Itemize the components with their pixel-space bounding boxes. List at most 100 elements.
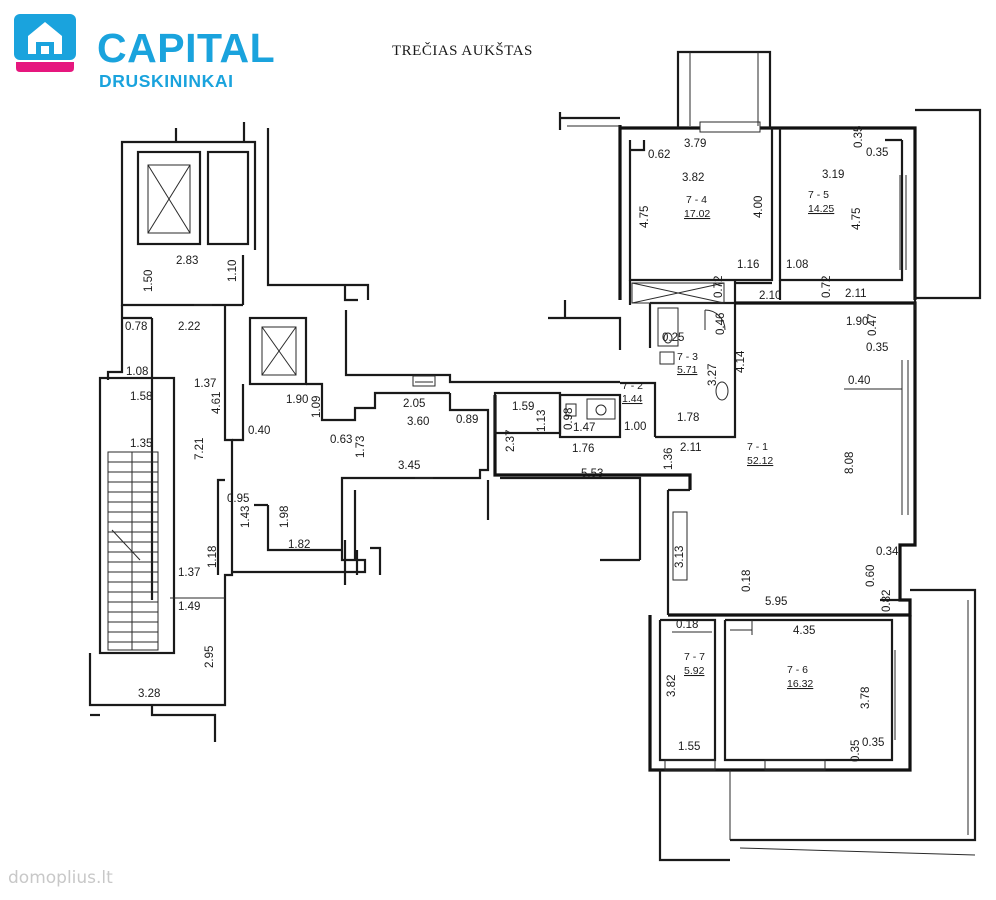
lift-shaft-2 <box>261 326 297 376</box>
dim-label: 3.60 <box>407 416 429 428</box>
staircase <box>107 451 159 651</box>
dim-label: 1.49 <box>178 601 200 613</box>
dim-label: 4.75 <box>851 208 863 230</box>
dim-label: 1.98 <box>279 506 291 528</box>
room-7-7-id: 7 - 7 <box>684 651 705 663</box>
dim-label: 1.16 <box>737 259 759 271</box>
lift-shaft-1 <box>147 164 191 234</box>
room-7-5 <box>733 108 982 303</box>
dim-label: 3.82 <box>682 172 704 184</box>
room-7-4-area: 17.02 <box>684 208 710 220</box>
dim-label: 0.46 <box>715 313 727 335</box>
dim-label: 1.13 <box>536 410 548 432</box>
room-7-1-area: 52.12 <box>747 455 773 467</box>
floor-title: TREČIAS AUKŠTAS <box>392 42 533 59</box>
dim-label: 1.82 <box>288 539 310 551</box>
dim-label: 0.98 <box>563 408 575 430</box>
dim-label: 1.37 <box>178 567 200 579</box>
dim-label: 1.37 <box>194 378 216 390</box>
dim-label: 3.19 <box>822 169 844 181</box>
dim-label: 2.95 <box>204 646 216 668</box>
central-corridor <box>232 255 642 585</box>
dim-label: 1.47 <box>573 422 595 434</box>
dim-label: 5.53 <box>581 468 603 480</box>
room-7-6-area: 16.32 <box>787 678 813 690</box>
dim-label: 1.18 <box>207 546 219 568</box>
dim-label: 8.08 <box>844 452 856 474</box>
dim-label: 0.62 <box>648 149 670 161</box>
dim-label: 1.36 <box>663 448 675 470</box>
dim-label: 0.63 <box>330 434 352 446</box>
room-7-5-id: 7 - 5 <box>808 189 829 201</box>
dim-label: 1.90 <box>846 316 868 328</box>
left-stair-block <box>88 122 270 742</box>
dim-label: 2.11 <box>680 442 702 454</box>
dim-label: 1.35 <box>130 438 152 450</box>
dim-label: 1.10 <box>227 260 239 282</box>
dim-label: 3.45 <box>398 460 420 472</box>
dim-label: 0.78 <box>125 321 147 333</box>
brand-name: CAPITAL <box>97 25 276 71</box>
dim-label: 3.27 <box>707 364 719 386</box>
dim-label: 3.28 <box>138 688 160 700</box>
dim-label: 1.08 <box>786 259 808 271</box>
dim-label: 2.83 <box>176 255 198 267</box>
dim-label: 7.21 <box>194 438 206 460</box>
watermark: domoplius.lt <box>8 868 113 888</box>
dim-label: 4.61 <box>211 392 223 414</box>
dim-label: 0.40 <box>848 375 870 387</box>
dim-label: 2.10 <box>759 290 781 302</box>
dim-label: 1.09 <box>311 396 323 418</box>
room-7-3-id: 7 - 3 <box>677 351 698 363</box>
dim-label: 5.95 <box>765 596 787 608</box>
dim-label: 0.82 <box>881 590 893 612</box>
dim-label: 0.34 <box>876 546 899 558</box>
dim-label: 4.75 <box>639 206 651 228</box>
room-7-2-block <box>493 381 692 490</box>
dim-label: 0.35 <box>866 342 888 354</box>
dim-label: 4.14 <box>735 350 747 373</box>
dim-label: 1.58 <box>130 391 152 403</box>
dim-label: 0.35 <box>853 126 865 148</box>
dim-label: 1.59 <box>512 401 534 413</box>
dim-label: 0.18 <box>741 570 753 592</box>
room-7-6-id: 7 - 6 <box>787 664 808 676</box>
dim-label: 1.73 <box>355 436 367 458</box>
room-7-5-area: 14.25 <box>808 203 834 215</box>
dim-label: 3.82 <box>666 675 678 697</box>
brand-subtitle: DRUSKININKAI <box>99 71 234 91</box>
dim-label: 1.78 <box>677 412 699 424</box>
dim-label: 0.25 <box>662 332 684 344</box>
dim-label: 3.13 <box>674 546 686 568</box>
dim-label: 3.78 <box>860 687 872 709</box>
dim-label: 0.95 <box>227 493 249 505</box>
dim-label: 0.89 <box>456 414 478 426</box>
dim-label: 1.90 <box>286 394 308 406</box>
dim-label: 4.35 <box>793 625 815 637</box>
dim-label: 0.72 <box>821 276 833 298</box>
dim-label: 1.50 <box>143 270 155 292</box>
dim-label: 2.22 <box>178 321 200 333</box>
room-7-4-id: 7 - 4 <box>686 194 707 206</box>
dim-label: 2.05 <box>403 398 425 410</box>
capital-logo: CAPITAL DRUSKININKAI <box>14 14 284 91</box>
room-7-7-area: 5.92 <box>684 665 705 677</box>
room-7-1-id: 7 - 1 <box>747 441 768 453</box>
dim-label: 0.35 <box>850 740 862 762</box>
room-7-2-id: 7 - 2 <box>622 380 643 392</box>
dim-label: 0.18 <box>676 619 698 631</box>
dim-label: 1.08 <box>126 366 148 378</box>
room-7-3-area: 5.71 <box>677 364 698 376</box>
dim-label: 4.00 <box>753 196 765 218</box>
dim-label: 2.37 <box>505 430 517 452</box>
wardrobe-7-4 <box>631 282 725 304</box>
dim-label: 1.76 <box>572 443 594 455</box>
dim-label: 2.11 <box>845 288 867 300</box>
room-7-4 <box>558 50 917 305</box>
dim-label: 0.72 <box>713 276 725 298</box>
dim-label: 0.35 <box>862 737 884 749</box>
dim-label: 1.55 <box>678 741 700 753</box>
dim-label: 1.43 <box>240 506 252 528</box>
dimension-labels: 3.79 0.62 3.82 4.75 4.00 7 - 4 17.02 3.1… <box>108 126 902 762</box>
